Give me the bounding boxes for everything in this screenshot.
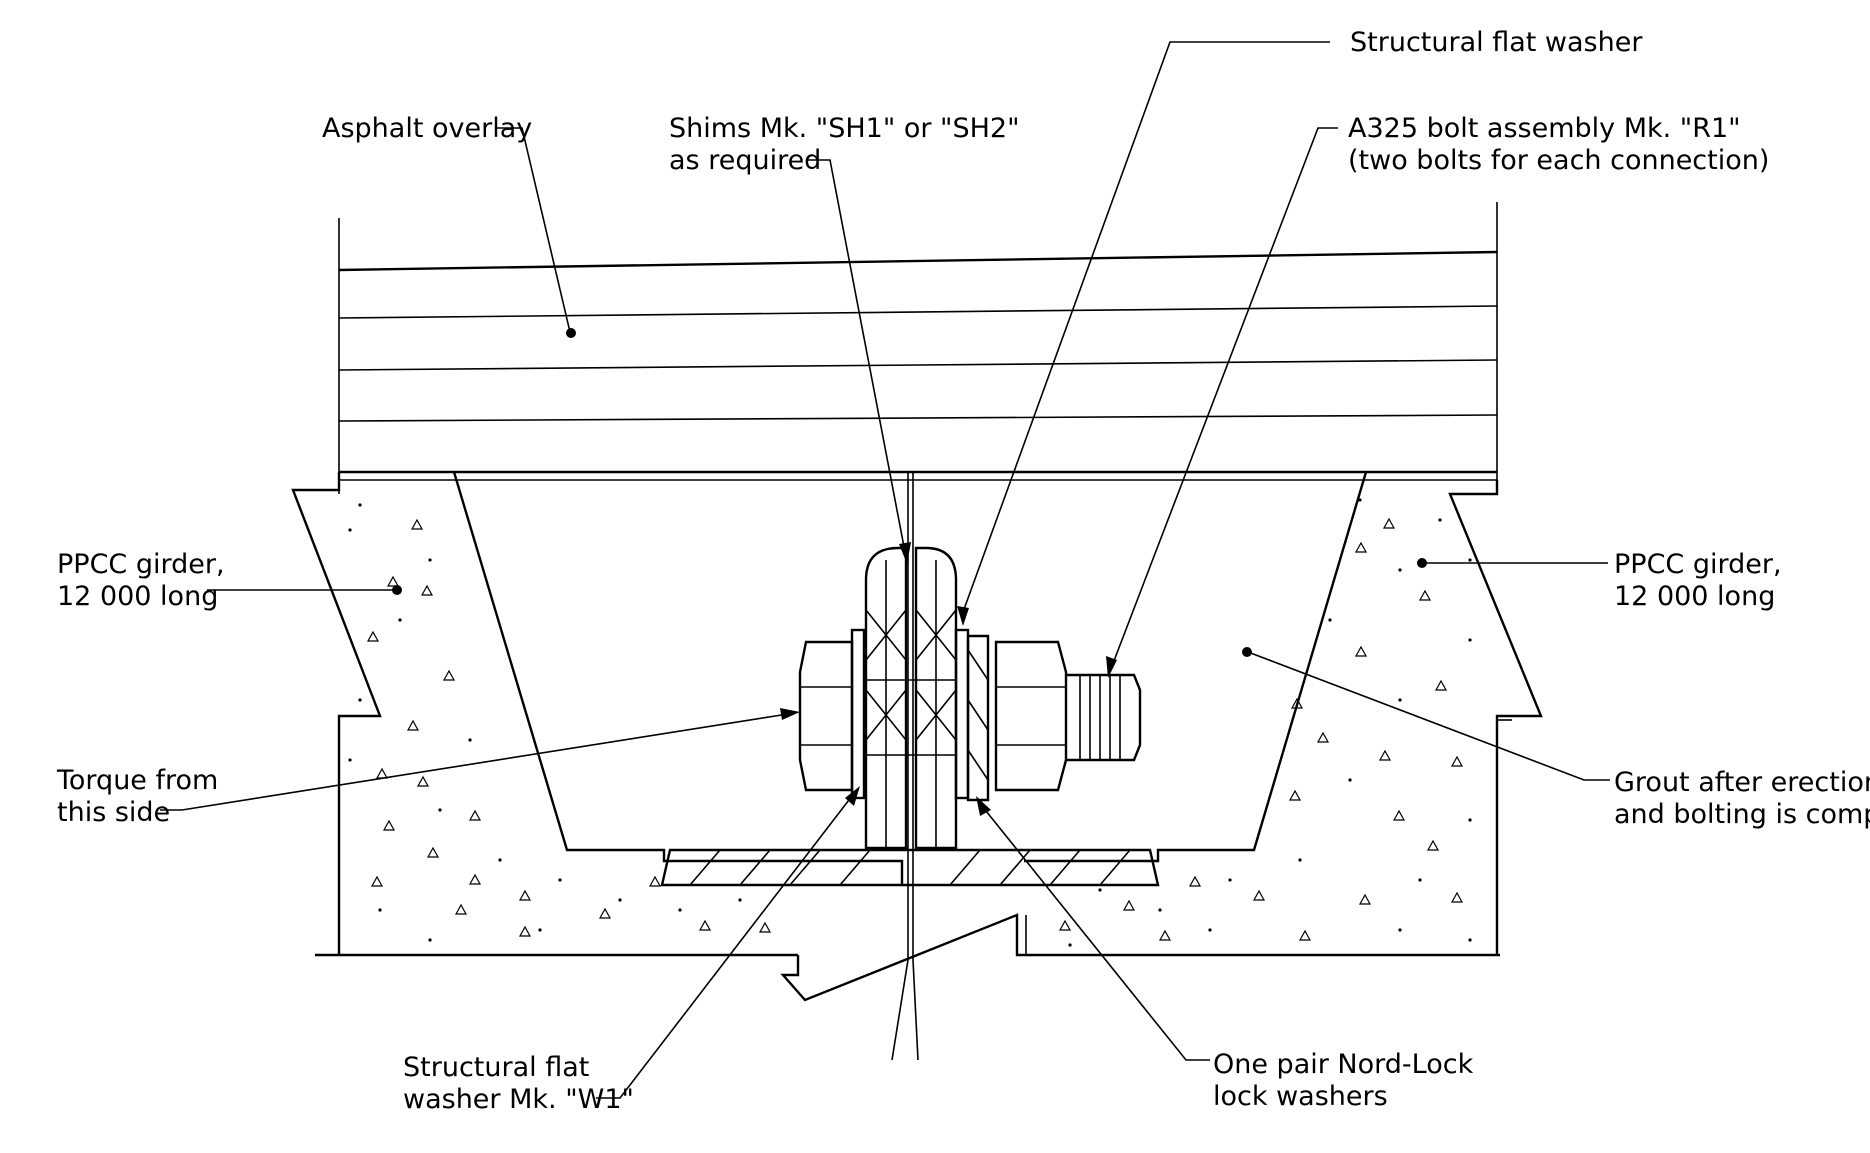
concrete-dots (348, 498, 1472, 947)
label-girder-left-line1: PPCC girder, (57, 549, 225, 580)
bolt-assembly (798, 628, 1142, 802)
bearing-plate (660, 848, 1160, 887)
label-washer-w1-line1: Structural flat (403, 1052, 589, 1083)
left-ppcc-girder (291, 471, 904, 955)
label-girder-left-line2: 12 000 long (57, 581, 218, 612)
label-shims-line1: Shims Mk. "SH1" or "SH2" (669, 113, 1020, 144)
label-bolt-line2: (two bolts for each connection) (1348, 145, 1769, 176)
bottom-profile (315, 913, 1500, 1002)
label-girder-right-line2: 12 000 long (1614, 581, 1775, 612)
concrete-stipple (366, 517, 1464, 941)
leaders (160, 41, 1610, 1099)
label-nordlock-line1: One pair Nord-Lock (1213, 1049, 1474, 1080)
label-girder-right-line1: PPCC girder, (1614, 549, 1782, 580)
label-bolt-line1: A325 bolt assembly Mk. "R1" (1348, 113, 1741, 144)
right-ppcc-girder (1024, 471, 1543, 955)
asphalt-overlay (338, 202, 1498, 494)
labels: Structural flat washer Asphalt overlay S… (56, 27, 1870, 1115)
label-grout-line1: Grout after erection (1614, 767, 1870, 798)
label-torque-line2: this side (57, 797, 170, 828)
label-asphalt-overlay: Asphalt overlay (322, 113, 532, 144)
label-grout-line2: and bolting is comple (1614, 799, 1870, 830)
label-shims-line2: as required (669, 145, 821, 176)
label-washer-w1-line2: washer Mk. "W1" (403, 1084, 634, 1115)
angle-clips (864, 546, 958, 850)
label-structural-flat-washer: Structural flat washer (1350, 27, 1643, 58)
label-torque-line1: Torque from (56, 765, 218, 796)
label-nordlock-line2: lock washers (1213, 1081, 1388, 1112)
